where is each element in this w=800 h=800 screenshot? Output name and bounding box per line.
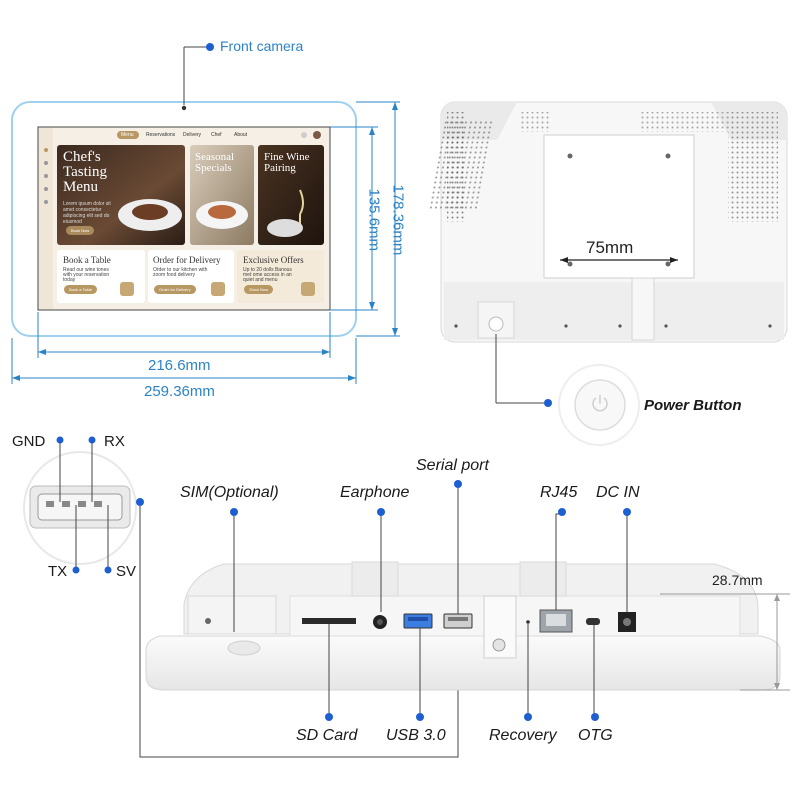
tile-body: Read our wine tones with your reservatio…	[63, 267, 110, 283]
pin-rx-label: RX	[104, 433, 125, 450]
pin-sv-label: SV	[116, 563, 137, 580]
nav-item[interactable]: Delivery	[183, 132, 202, 138]
hero-title: Chef's Tasting Menu	[63, 149, 107, 195]
recovery-label: Recovery	[489, 727, 557, 744]
vesa-dim: 75mm	[586, 238, 634, 257]
nav-item[interactable]: Chef	[211, 132, 222, 138]
hero-body: Lorem ipsum dolor sit amet consectetur a…	[63, 201, 111, 225]
vesa-plate	[543, 134, 695, 279]
front-camera-label: Front camera	[220, 38, 304, 54]
tile-title: Exclusive Offers	[243, 255, 304, 265]
callout-dot	[544, 399, 552, 407]
rj45-label: RJ45	[540, 484, 578, 501]
overall-width-dim: 259.36mm	[144, 383, 215, 400]
otg-label: OTG	[578, 727, 613, 744]
serial-port-zoom	[23, 436, 459, 758]
nav-item[interactable]: About	[234, 132, 248, 138]
sim-label: SIM(Optional)	[180, 484, 279, 501]
sd-card-label: SD Card	[296, 727, 358, 744]
callout-dot	[206, 43, 214, 51]
tile-body: Order to our kitchen with zoom food deli…	[153, 267, 208, 278]
screen-height-dim: 135.6mm	[365, 188, 383, 252]
tile-body: Up to 20 dolls Banous met ome access in …	[243, 267, 292, 283]
sd-slot	[302, 618, 356, 624]
hero-book-button[interactable]: Book Now	[66, 226, 95, 235]
usb3-label: USB 3.0	[386, 727, 446, 744]
pin-gnd-label: GND	[12, 433, 46, 450]
dc-in-label: DC IN	[596, 484, 640, 501]
earphone-label: Earphone	[340, 484, 410, 501]
tile-title: Book a Table	[63, 255, 111, 265]
front-camera-lens	[181, 105, 187, 111]
serial-port-label: Serial port	[416, 457, 489, 474]
tile-title: Order for Delivery	[153, 255, 221, 265]
nav-item[interactable]: Menu	[121, 132, 134, 138]
back-view	[428, 101, 788, 446]
front-view	[11, 43, 400, 384]
card-seasonal-title: Seasonal Specials	[195, 151, 235, 174]
pin-tx-label: TX	[48, 563, 68, 580]
tile-button[interactable]: Order for Delivery	[154, 285, 196, 294]
otg-port	[586, 618, 600, 625]
side-view	[145, 480, 790, 721]
tile-button[interactable]: Book a Table	[64, 285, 98, 294]
overall-height-dim: 178.36mm	[389, 184, 407, 256]
card-wine-title: Fine Wine Pairing	[264, 151, 310, 174]
power-button-label: Power Button	[644, 397, 742, 414]
thickness-dim: 28.7mm	[712, 572, 763, 588]
nav-item[interactable]: Reservations	[146, 132, 176, 138]
screen-width-dim: 216.6mm	[148, 357, 211, 374]
recovery-hole	[526, 620, 530, 624]
tile-button[interactable]: Show Now	[244, 285, 274, 294]
